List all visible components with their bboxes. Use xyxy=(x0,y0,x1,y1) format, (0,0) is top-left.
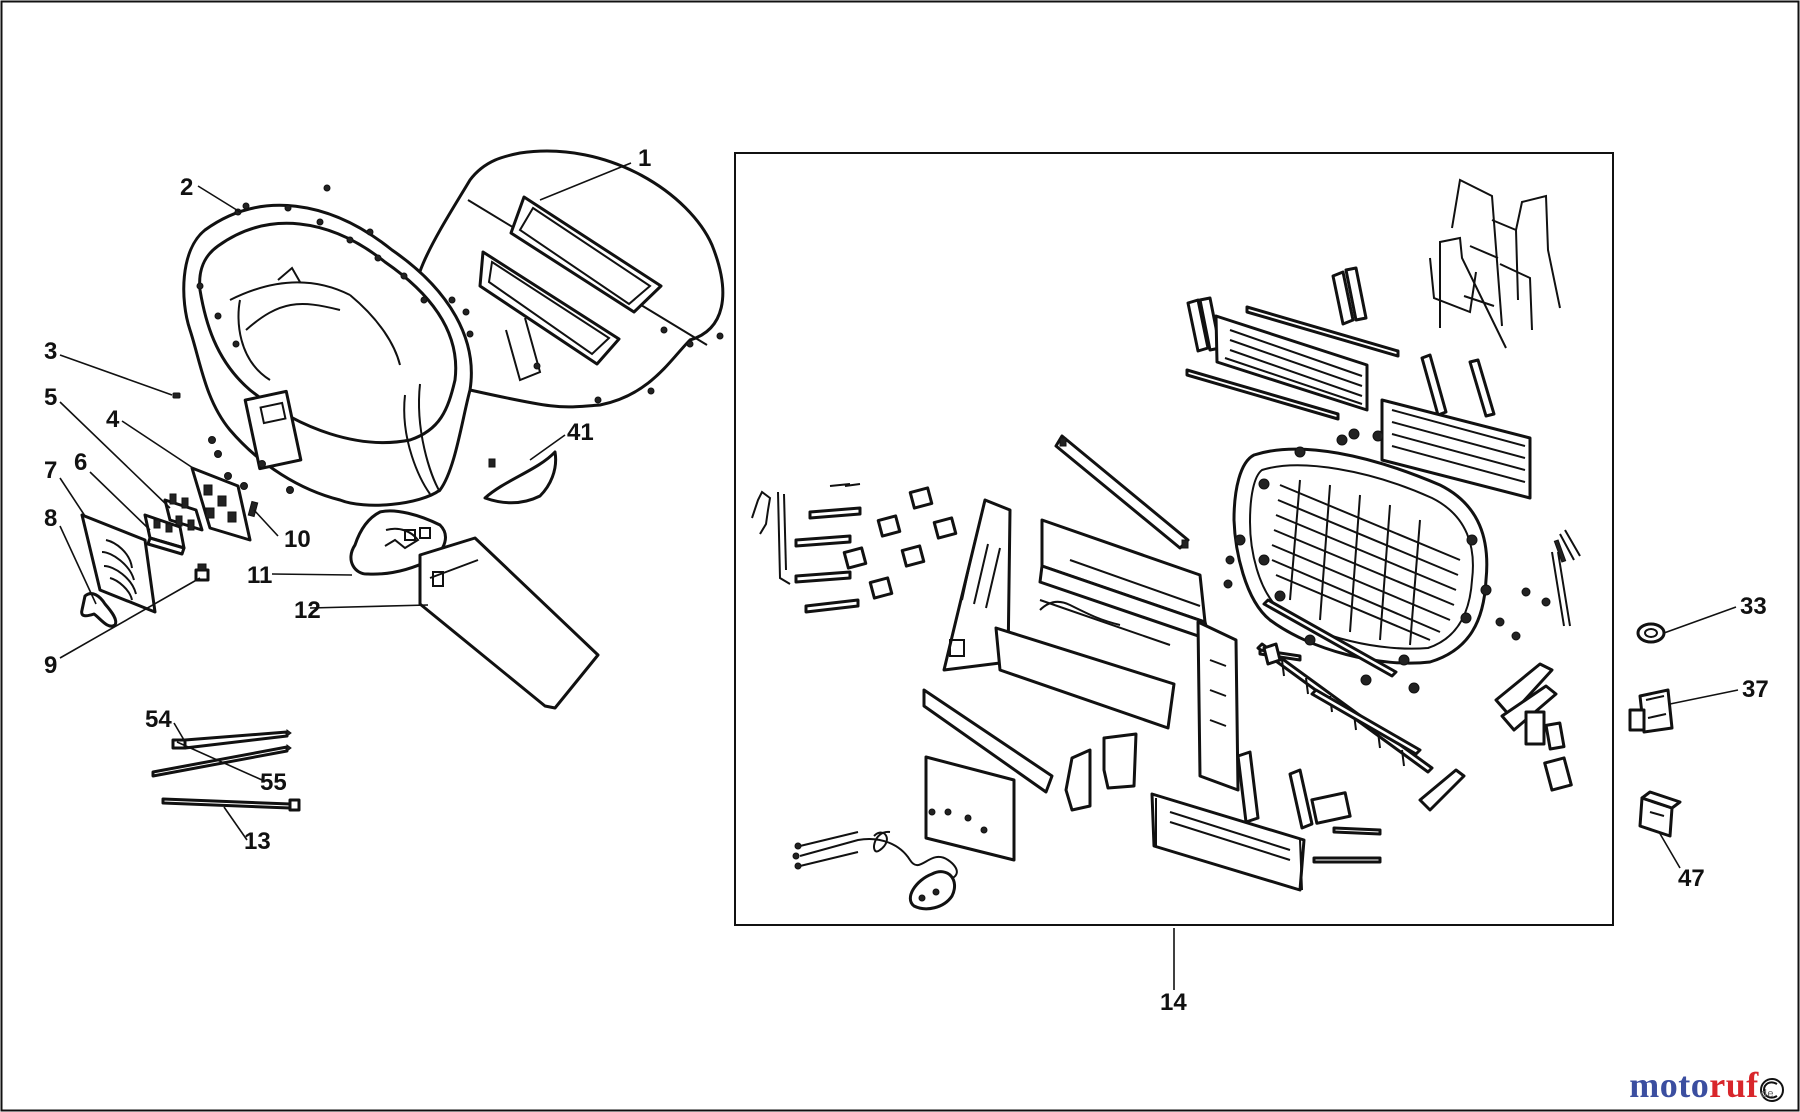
callout-12: 12 xyxy=(294,597,321,624)
callout-54: 54 xyxy=(145,706,172,733)
callout-4: 4 xyxy=(106,406,120,433)
part-3-screw xyxy=(172,392,181,399)
power-cord-plug xyxy=(792,830,958,911)
callout-2: 2 xyxy=(180,174,193,201)
vertical-bars xyxy=(1186,266,1496,418)
callout-55: 55 xyxy=(260,769,287,796)
part-33-grommet xyxy=(1636,622,1666,644)
callout-33: 33 xyxy=(1740,593,1767,620)
part-13-cable-tie xyxy=(161,797,301,812)
callout-1: 1 xyxy=(638,145,651,172)
element-carrier-center xyxy=(994,518,1212,730)
callout-3: 3 xyxy=(44,338,57,365)
watermark-moto: moto xyxy=(1629,1065,1710,1105)
right-hardware xyxy=(1223,428,1581,812)
part-10-screw xyxy=(247,500,259,518)
watermark-ruf: ruf xyxy=(1709,1065,1759,1105)
callout-8: 8 xyxy=(44,505,57,532)
part-9-knob xyxy=(194,563,210,582)
callout-7: 7 xyxy=(44,457,57,484)
part-8-lever xyxy=(80,592,118,628)
callout-labels: 1 2 3 4 5 6 7 8 9 10 11 12 13 14 33 37 4… xyxy=(44,145,1769,1016)
callout-47: 47 xyxy=(1678,865,1705,892)
callout-5: 5 xyxy=(44,384,57,411)
watermark-domain: de xyxy=(1760,1088,1774,1100)
part-37-switch xyxy=(1628,688,1674,734)
callout-6: 6 xyxy=(74,449,87,476)
small-shields xyxy=(1064,732,1138,812)
callout-14: 14 xyxy=(1160,989,1187,1016)
part-2-housing-shell xyxy=(182,184,473,507)
reflector-plate-right xyxy=(1380,398,1532,500)
part-1-top-lid xyxy=(413,149,725,409)
part-12-crumb-tray xyxy=(418,536,600,710)
callout-41: 41 xyxy=(567,419,594,446)
callout-13: 13 xyxy=(244,828,271,855)
callout-37: 37 xyxy=(1742,676,1769,703)
side-clips-and-fasteners xyxy=(751,483,958,614)
part-4-bracket xyxy=(190,436,294,542)
part-41-badge xyxy=(483,450,558,505)
part-5-switch-cluster xyxy=(163,493,204,532)
part-7-control-panel xyxy=(80,513,157,614)
part-47-relay xyxy=(1638,790,1682,838)
terminal-strips xyxy=(1236,642,1382,864)
callout-9: 9 xyxy=(44,652,57,679)
bottom-plates xyxy=(922,688,1306,892)
part-54-cable-tie xyxy=(171,729,292,750)
reflector-plate-left xyxy=(1185,305,1400,421)
part-6-module xyxy=(143,513,186,556)
part-14-assembly-box xyxy=(734,152,1614,926)
copyright-mark xyxy=(1760,1078,1784,1102)
base-chassis xyxy=(1232,446,1492,666)
part-14-assembly xyxy=(751,178,1581,911)
callout-11: 11 xyxy=(247,562,272,589)
callout-10: 10 xyxy=(284,526,311,553)
leader-lines xyxy=(59,162,1739,990)
element-carrier-vertical xyxy=(1196,620,1240,792)
element-carrier-diagonal xyxy=(1054,434,1190,550)
wire-guard-set xyxy=(1429,178,1561,349)
